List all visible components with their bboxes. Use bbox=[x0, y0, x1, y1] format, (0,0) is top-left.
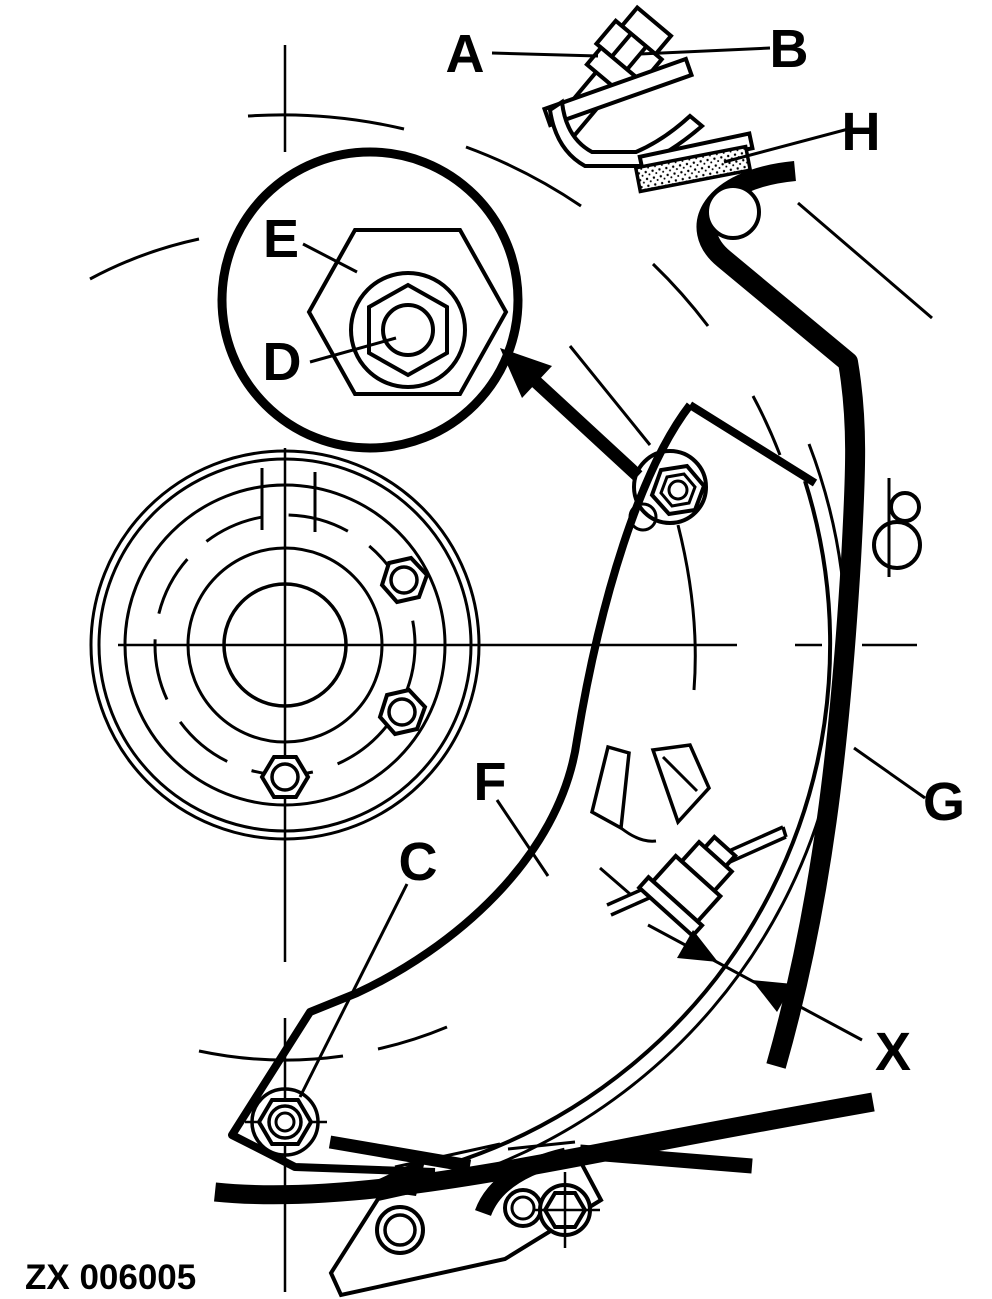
magnified-detail-circle bbox=[217, 147, 523, 453]
detail-zoom-arrow bbox=[500, 348, 643, 481]
callout-label-e: E bbox=[263, 209, 299, 269]
callout-label-f: F bbox=[474, 752, 507, 812]
adjuster-bolt-assembly bbox=[491, 4, 853, 194]
lever-holes bbox=[375, 1172, 600, 1255]
shim-pad bbox=[633, 144, 753, 194]
spring-clip bbox=[872, 520, 922, 570]
drum-phantom-arcs bbox=[89, 113, 933, 1062]
clearance-x-arrows bbox=[647, 923, 863, 1042]
cable-guide-roller bbox=[705, 184, 761, 240]
anchor-pin-nut bbox=[568, 345, 708, 691]
brake-shoe bbox=[228, 401, 818, 1176]
callout-label-g: G bbox=[923, 772, 965, 832]
callout-label-a: A bbox=[446, 24, 485, 84]
hub-nut bbox=[259, 755, 311, 799]
callout-label-b: B bbox=[770, 19, 809, 79]
cable-direction-arrowhead bbox=[360, 1157, 426, 1196]
adjuster-strut bbox=[589, 743, 788, 939]
hub-nut bbox=[377, 687, 428, 737]
inner-nut-detail bbox=[367, 282, 449, 378]
callout-label-c: C bbox=[399, 832, 438, 892]
figure-code: ZX 006005 bbox=[25, 1258, 196, 1297]
handbrake-cable bbox=[696, 161, 922, 1069]
callout-label-d: D bbox=[263, 332, 302, 392]
hub-assembly bbox=[89, 449, 481, 841]
drum-and-lining-arcs bbox=[420, 443, 848, 1191]
anchor-bolt bbox=[250, 883, 409, 1157]
hub-nut bbox=[379, 555, 430, 605]
leader-lines bbox=[495, 746, 926, 877]
callout-label-x: X bbox=[875, 1022, 911, 1082]
lower-cable bbox=[214, 1092, 875, 1217]
callout-label-h: H bbox=[842, 102, 881, 162]
